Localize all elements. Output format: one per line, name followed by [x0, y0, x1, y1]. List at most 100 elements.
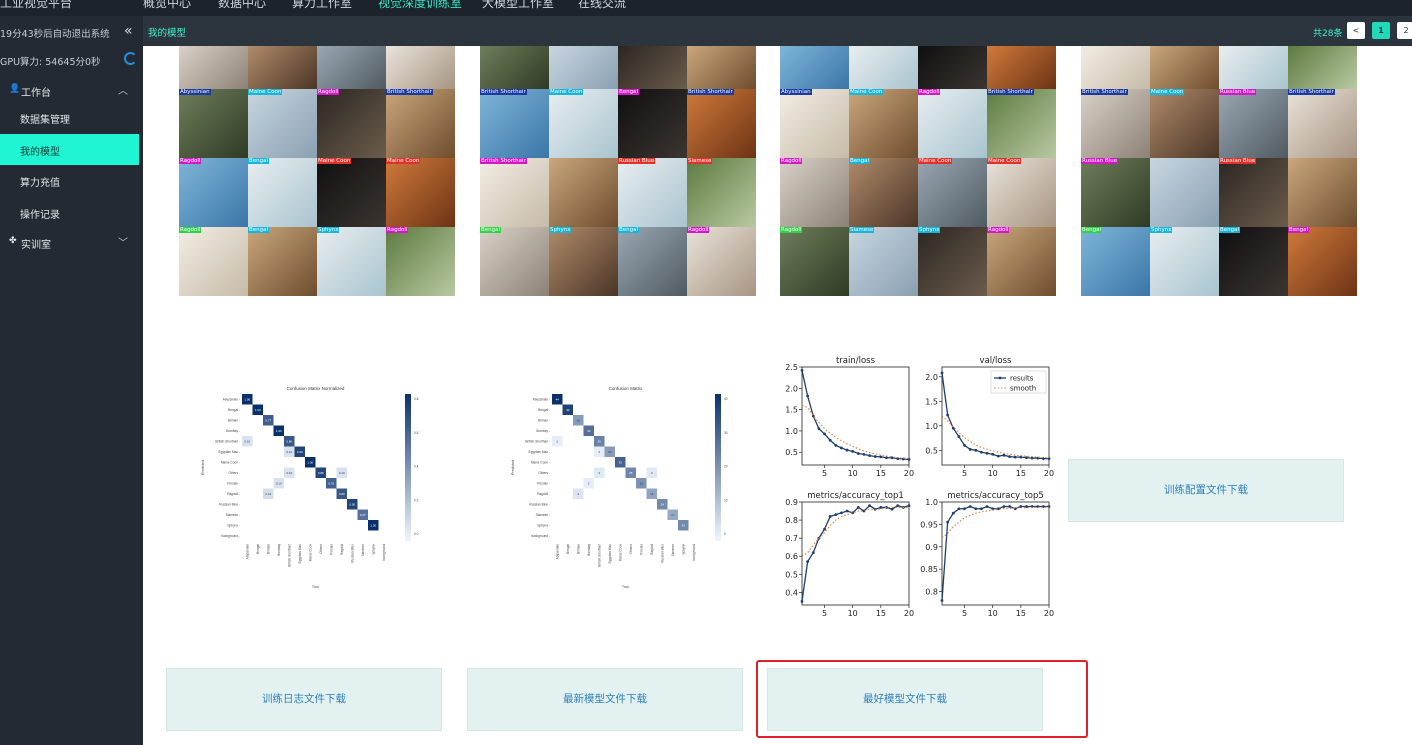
class-label: British Shorthair: [1288, 89, 1335, 95]
config-download-button[interactable]: 训练配置文件下载: [1068, 459, 1344, 522]
cat-image: Maine Coon: [317, 158, 386, 227]
page-button[interactable]: 2: [1397, 22, 1412, 39]
cm-row-label: Abyssinian -: [533, 397, 550, 401]
menu-group-lab[interactable]: ✤ 实训室 ﹀: [0, 229, 143, 255]
cat-image: Russian Blue: [1081, 158, 1150, 227]
cm-colorbar-tick: 0.2: [414, 498, 419, 502]
cat-image: [1288, 158, 1357, 227]
menu-group-workbench[interactable]: 👤 工作台 ︿: [0, 77, 143, 103]
data-point: [940, 599, 944, 602]
cm-cell: [305, 457, 316, 468]
data-point: [840, 511, 843, 515]
data-point: [806, 394, 810, 398]
prev-page-button[interactable]: <: [1347, 22, 1365, 39]
cm-cell-value: 0.90: [349, 502, 355, 506]
cm-col-label: Siamese: [361, 544, 365, 557]
y-tick-label: 0.85: [920, 565, 938, 574]
cm-row-label: Abyssinian -: [223, 397, 240, 401]
cm-cell-value: 4: [577, 492, 579, 496]
y-tick-label: 0.5: [925, 446, 938, 455]
data-point: [1019, 455, 1023, 459]
top-menu-item[interactable]: 大模型工作室: [482, 0, 555, 10]
cm-col-label: Abyssinian: [555, 544, 559, 560]
log-download-button[interactable]: 训练日志文件下载: [166, 668, 442, 731]
cm-cell-value: 2: [556, 439, 558, 443]
page-button-current[interactable]: 1: [1372, 22, 1390, 39]
sidebar-item-records[interactable]: 操作记录: [0, 197, 139, 228]
data-point: [996, 507, 1000, 511]
y-tick-label: 2.0: [785, 384, 798, 393]
sidebar-item-dataset[interactable]: 数据集管理: [0, 102, 139, 133]
y-tick-label: 0.9: [785, 498, 798, 507]
class-label: Bengal: [480, 227, 502, 233]
cm-cell: [263, 488, 274, 499]
collapse-sidebar-icon[interactable]: «: [124, 23, 133, 39]
refresh-icon[interactable]: [124, 52, 137, 65]
cat-image: [1219, 46, 1288, 89]
cat-image: Maine Coon: [386, 158, 455, 227]
x-tick-label: 15: [876, 609, 886, 618]
class-label: Maine Coon: [317, 158, 352, 164]
cat-image: British Shorthair: [1081, 89, 1150, 158]
y-tick-label: 1.5: [785, 406, 798, 415]
cm-col-label: Bombay: [587, 544, 591, 556]
top-menu-item[interactable]: 数据中心: [218, 0, 267, 10]
top-menu-item-active[interactable]: 视觉深度训练室: [378, 0, 463, 10]
cm-row-label: Birman -: [228, 418, 240, 422]
cm-ylabel: Predicted: [201, 460, 205, 475]
cm-col-label: background: [382, 544, 386, 561]
x-tick-label: 5: [962, 609, 967, 618]
class-label: Maine Coon: [248, 89, 283, 95]
cm-cell-value: 24: [661, 502, 665, 506]
class-label: Russian Blue: [1081, 158, 1119, 164]
cm-col-label: British Shorthair: [287, 543, 291, 567]
cm-cell-value: 0.10: [286, 471, 292, 475]
cm-xlabel: True: [312, 585, 319, 589]
class-label: Russian Blue: [1219, 158, 1257, 164]
plot-area: [801, 366, 910, 466]
class-label: Bengal: [849, 158, 871, 164]
chart-title: train/loss: [836, 356, 876, 366]
top-menu-item[interactable]: 概览中心: [143, 0, 192, 10]
series-smooth-line: [801, 506, 909, 557]
cm-cell: [573, 415, 584, 426]
cm-cell-value: 0.10: [244, 439, 250, 443]
cm-cell-value: 25: [629, 471, 633, 475]
data-point: [951, 511, 955, 515]
top-menu-item[interactable]: 算力工作室: [292, 0, 353, 10]
cat-image: [618, 46, 687, 89]
class-label: Ragdoll: [179, 158, 202, 164]
class-label: Ragdoll: [780, 158, 803, 164]
cat-image: [918, 46, 987, 89]
latest-model-download-button[interactable]: 最新模型文件下载: [467, 668, 743, 731]
x-tick-label: 15: [876, 469, 886, 478]
y-tick-label: 0.6: [785, 552, 798, 561]
cm-cell: [667, 509, 678, 520]
best-model-download-button[interactable]: 最好模型文件下载: [767, 668, 1043, 731]
data-point: [968, 447, 972, 451]
x-tick-label: 10: [848, 609, 858, 618]
data-point: [840, 446, 843, 450]
sidebar-item-my-model[interactable]: 我的模型: [0, 134, 139, 165]
cat-image: [179, 46, 248, 89]
menu-group-label: 实训室: [21, 240, 51, 251]
cat-image: Bengal: [1219, 227, 1288, 296]
data-point: [845, 509, 849, 513]
y-tick-label: 0.8: [785, 516, 798, 525]
legend-label: smooth: [1010, 385, 1036, 393]
cat-image: British Shorthair: [386, 89, 455, 158]
data-point: [940, 371, 944, 375]
sidebar: 19分43秒后自动退出系统 « GPU算力: 54645分0秒 👤 工作台 ︿ …: [0, 16, 143, 745]
cat-image: [549, 46, 618, 89]
class-label: Maine Coon: [918, 158, 953, 164]
cm-row-label: Others -: [228, 471, 240, 475]
chart-title: metrics/accuracy_top5: [947, 491, 1044, 501]
cm-cell-value: 1.00: [370, 523, 376, 527]
top-menu-item[interactable]: 在线交流: [578, 0, 627, 10]
cat-image: Maine Coon: [987, 158, 1056, 227]
top-menu-item[interactable]: 工业视觉平台: [0, 0, 73, 10]
sidebar-item-recharge[interactable]: 算力充值: [0, 165, 139, 196]
class-label: Maine Coon: [987, 158, 1022, 164]
